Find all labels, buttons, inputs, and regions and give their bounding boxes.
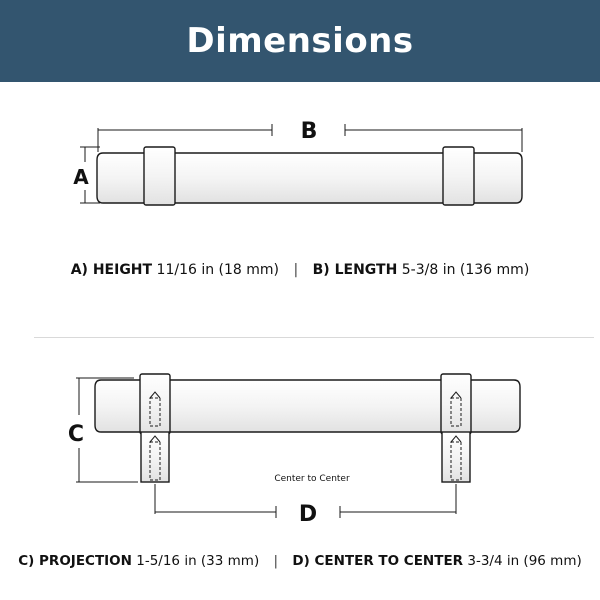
threaded-holes [149,397,462,481]
dimension-d [154,484,457,518]
dimension-b [97,124,523,152]
right-post [441,431,471,483]
dimension-c [76,377,138,483]
spec-a-name: A) HEIGHT [70,262,153,278]
spec-separator: | [273,553,279,569]
spec-c-value: 1-5/16 in (33 mm) [136,553,260,569]
spec-separator: | [293,262,299,278]
handle-side-view [96,146,523,206]
right-post-collar [440,373,472,435]
specs-bottom: C) PROJECTION 1-5/16 in (33 mm) | D) CEN… [0,553,600,569]
handle-bar [96,152,523,204]
handle-bar-top [94,379,521,433]
label-d: D [299,502,317,527]
label-c: C [68,422,84,447]
spec-a-value: 11/16 in (18 mm) [156,262,280,278]
section-divider [34,337,594,338]
spec-b-name: B) LENGTH [312,262,398,278]
spec-b-value: 5-3/8 in (136 mm) [401,262,530,278]
label-a: A [73,165,89,189]
page-title: Dimensions [186,21,414,61]
center-note: Center to Center [274,474,350,484]
dimension-a [80,146,100,204]
specs-top: A) HEIGHT 11/16 in (18 mm) | B) LENGTH 5… [0,262,600,278]
right-collar [442,146,475,206]
spec-d-name: D) CENTER TO CENTER [292,553,464,569]
left-post [140,431,170,483]
spec-d-value: 3-3/4 in (96 mm) [467,553,582,569]
handle-top-view [94,373,521,483]
header-banner: Dimensions [0,0,600,82]
label-b: B [301,119,318,144]
spec-c-name: C) PROJECTION [18,553,132,569]
left-post-collar [139,373,171,435]
left-collar [143,146,176,206]
